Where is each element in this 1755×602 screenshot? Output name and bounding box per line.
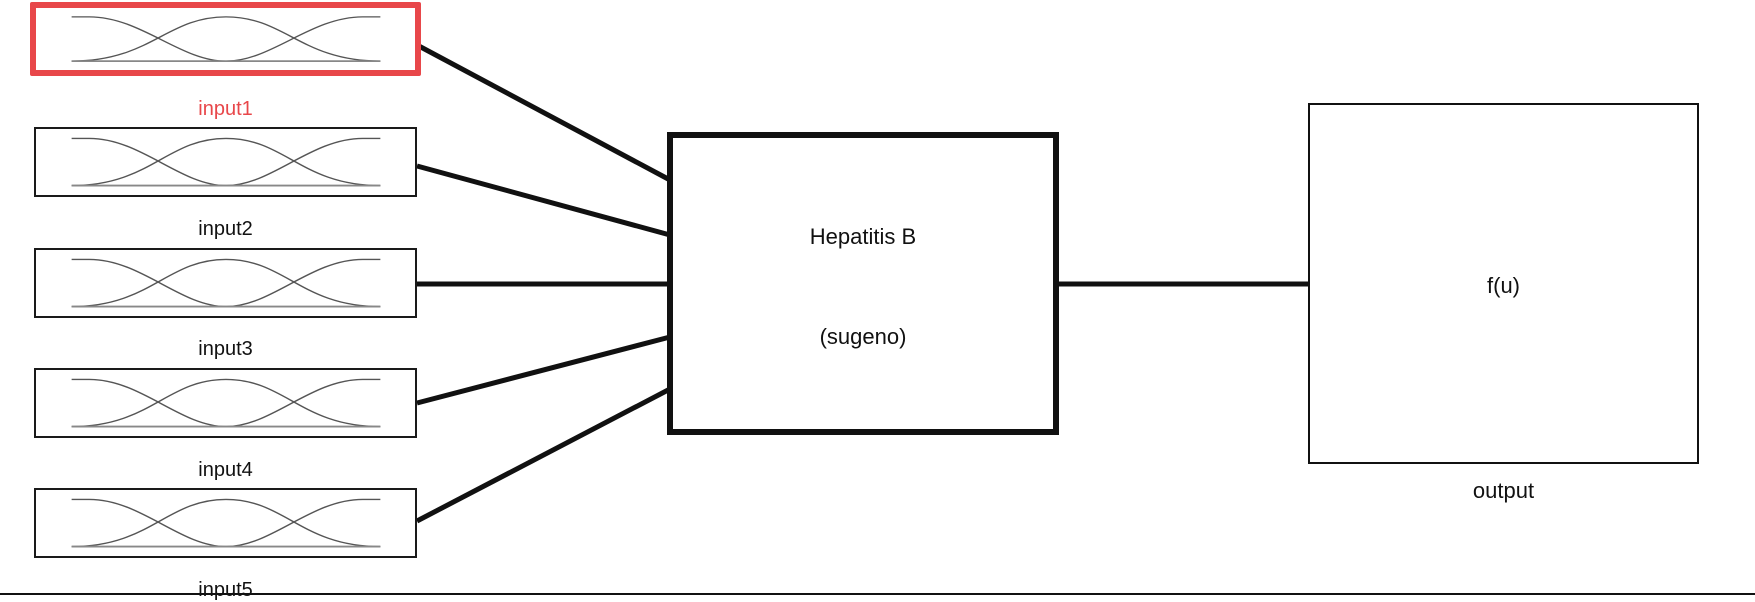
input-label-5[interactable]: input5 xyxy=(198,579,253,601)
input-label-3[interactable]: input3 xyxy=(198,338,253,360)
membership-functions-plot xyxy=(71,498,381,548)
mf-curve-high xyxy=(225,137,381,187)
mf-curve-mid xyxy=(71,16,381,62)
input-block-1[interactable] xyxy=(30,2,421,76)
membership-functions-plot xyxy=(71,378,381,428)
mf-curve-mid xyxy=(71,258,381,308)
mf-curve-mid xyxy=(71,378,381,428)
input-label-4[interactable]: input4 xyxy=(198,459,253,481)
output-function: f(u) xyxy=(1487,273,1520,298)
membership-functions-plot xyxy=(71,16,381,63)
connector-input4-to-system xyxy=(416,334,671,406)
mf-curve-low xyxy=(71,16,226,62)
mf-curve-high xyxy=(225,16,381,62)
connector-input2-to-system xyxy=(416,163,671,238)
input-label-2[interactable]: input2 xyxy=(198,218,253,240)
mf-curve-high xyxy=(225,378,381,428)
mf-curve-mid xyxy=(71,137,381,187)
connector-input5-to-system xyxy=(415,386,672,524)
mf-curve-high xyxy=(225,498,381,548)
output-label[interactable]: output xyxy=(1472,478,1535,503)
input-label-1[interactable]: input1 xyxy=(198,98,253,120)
mf-curve-low xyxy=(71,378,226,428)
mf-curve-low xyxy=(71,498,226,548)
input-block-3[interactable] xyxy=(34,248,417,318)
mf-curve-mid xyxy=(71,498,381,548)
membership-functions-plot xyxy=(71,258,381,308)
fis-system-block[interactable]: Hepatitis B (sugeno) xyxy=(667,132,1059,435)
output-block[interactable]: f(u) xyxy=(1308,103,1699,464)
membership-functions-plot xyxy=(71,137,381,187)
input-block-2[interactable] xyxy=(34,127,417,197)
mf-curve-low xyxy=(71,137,226,187)
input-block-5[interactable] xyxy=(34,488,417,558)
input-block-4[interactable] xyxy=(34,368,417,438)
mf-curve-high xyxy=(225,258,381,308)
bottom-divider xyxy=(0,593,1755,595)
system-name: Hepatitis B xyxy=(809,224,917,249)
system-type: (sugeno) xyxy=(819,324,907,349)
connector-input1-to-system xyxy=(415,42,672,183)
mf-curve-low xyxy=(71,258,226,308)
